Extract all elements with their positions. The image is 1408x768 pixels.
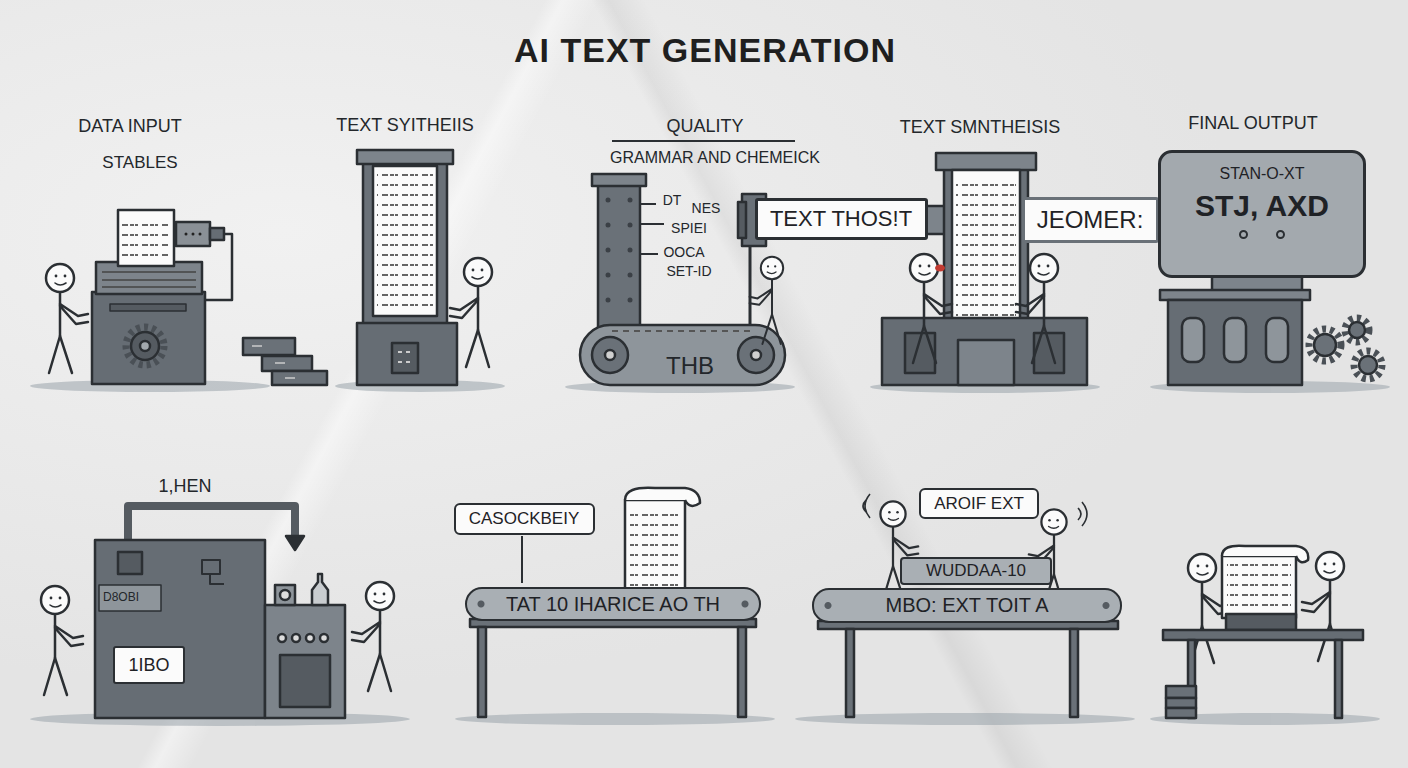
conveyor-band: TAT 10 IHARICE AO TH xyxy=(465,587,761,621)
step-label: 1,HEN xyxy=(158,476,211,497)
node-text: STJ, AXD xyxy=(1195,189,1329,224)
node-text: STAN-O-XT xyxy=(1219,165,1304,183)
speech-bubble: AROIF EXT xyxy=(919,488,1039,519)
step-label: OOCA xyxy=(663,244,704,260)
node-text: AROIF EXT xyxy=(934,494,1024,514)
eye-dot xyxy=(1239,230,1248,239)
step-label: DT xyxy=(663,192,682,208)
machine-tag: 1IBO xyxy=(113,646,185,684)
node-text: TEXT THOS!T xyxy=(770,206,912,231)
eye-dots xyxy=(1239,230,1285,239)
step-label: STABLES xyxy=(102,153,177,173)
node-text: MBO: EXT TOIT A xyxy=(885,594,1048,617)
step-label: SPIEI xyxy=(671,220,707,236)
step-label: QUALITY xyxy=(666,116,743,137)
eye-dot xyxy=(1276,230,1285,239)
step-label: SET-ID xyxy=(666,263,711,279)
node-text: JEOMER: xyxy=(1037,206,1144,234)
speech-bubble: CASOCKBEIY xyxy=(454,503,595,535)
name-plate: WUDDAA-10 xyxy=(900,557,1052,585)
step-label: DATA INPUT xyxy=(78,116,181,137)
diagram-title: AI TEXT GENERATION xyxy=(514,31,896,70)
node-text: WUDDAA-10 xyxy=(926,561,1026,581)
step-label: D8OBI xyxy=(103,591,139,605)
step-label: GRAMMAR AND CHEMEICK xyxy=(610,149,820,167)
step-label: TEXT SMNTHEISIS xyxy=(900,117,1061,138)
output-screen: STAN-O-XT STJ, AXD xyxy=(1158,150,1366,278)
step-label: TEXT SYITHEIIS xyxy=(336,115,474,136)
conveyor-band: MBO: EXT TOIT A xyxy=(812,588,1122,623)
step-label: NES xyxy=(692,200,721,216)
banner-box: JEOMER: xyxy=(1022,197,1159,243)
banner-box: TEXT THOS!T xyxy=(755,198,928,240)
node-text: 1IBO xyxy=(128,655,169,676)
step-label: THB xyxy=(666,352,714,380)
node-text: CASOCKBEIY xyxy=(469,509,580,529)
node-text: TAT 10 IHARICE AO TH xyxy=(506,593,720,616)
step-label: FINAL OUTPUT xyxy=(1188,113,1317,134)
